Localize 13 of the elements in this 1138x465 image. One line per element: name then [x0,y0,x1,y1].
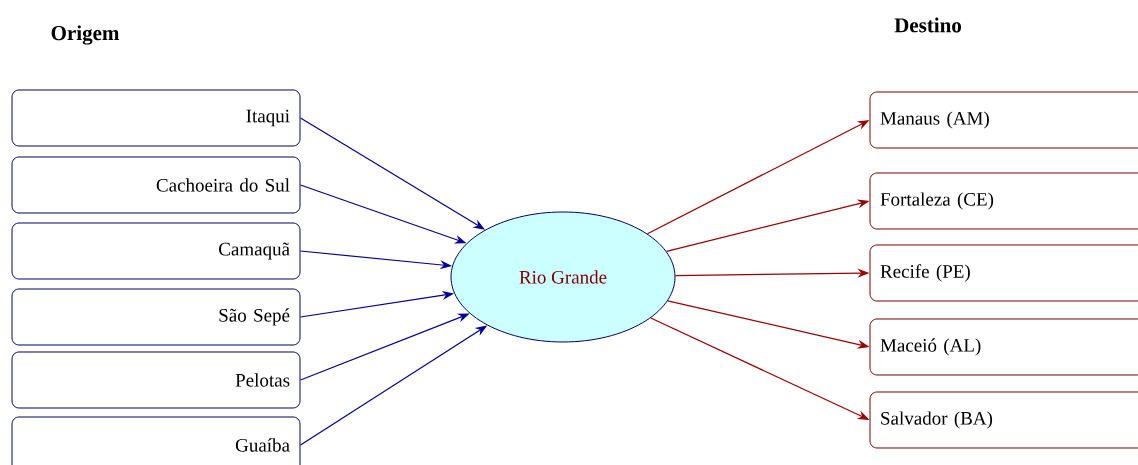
origin-box: Guaíba [11,416,301,465]
column-heading: Destino [894,17,962,33]
destination-box: Salvador (BA) [869,391,1138,449]
origin-box: Pelotas [11,351,301,409]
destination-box: Manaus (AM) [869,91,1138,149]
destination-box: Fortaleza (CE) [869,172,1138,230]
destination-box: Recife (PE) [869,244,1138,302]
origin-box: Itaqui [11,89,301,147]
column-heading: Origem [51,25,120,45]
origin-box: Cachoeira do Sul [11,156,301,214]
origin-box: São Sepé [11,288,301,346]
destination-box: Maceió (AL) [869,318,1138,376]
origin-box: Camaquã [11,222,301,280]
